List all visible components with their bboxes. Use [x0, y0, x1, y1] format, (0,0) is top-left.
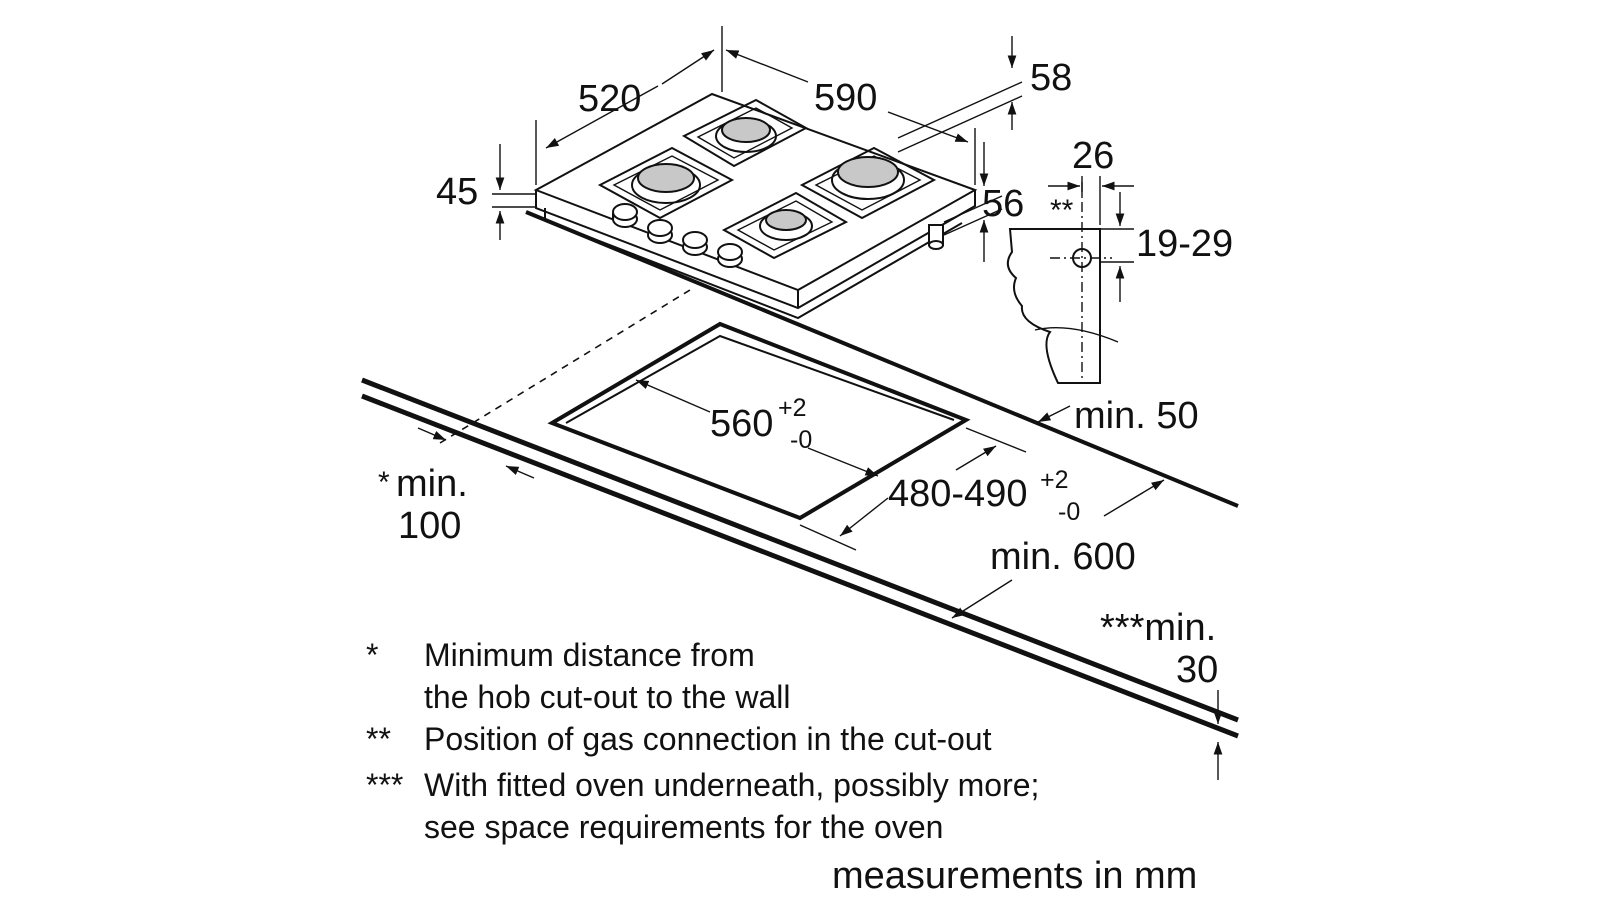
worktop-section-profile: [1006, 182, 1119, 384]
pan-supports: [597, 98, 937, 260]
dim-worktop-range: 19-29: [1136, 223, 1233, 265]
note-1-mark: *: [366, 637, 378, 673]
note-3-mark: ***: [366, 767, 403, 803]
dim-gas-x: 26: [1072, 135, 1114, 177]
gas-connector: [928, 224, 944, 250]
dim-hob-depth: 520: [578, 78, 641, 120]
dim-cutout-depth-tol-plus: +2: [1040, 466, 1069, 494]
dim-oven-min-line1: ***min.: [1100, 607, 1216, 649]
note-3-line-2: see space requirements for the oven: [424, 809, 943, 845]
note-2-line-1: Position of gas connection in the cut-ou…: [424, 721, 992, 757]
dimension-labels: 520 590 58 45 26 ** 56 19-29 min. 50 560…: [378, 57, 1233, 691]
dim-wall-distance: min. 50: [1074, 395, 1199, 437]
dim-front-min-star: *: [378, 466, 390, 499]
dim-burner-height: 58: [1030, 57, 1072, 99]
dim-worktop-min: min. 600: [990, 536, 1136, 578]
dim-cutout-width-tol-plus: +2: [778, 394, 807, 422]
dim-cutout-width: 560: [710, 403, 773, 445]
dim-front-min-line1: min.: [396, 463, 468, 505]
burners: [631, 117, 905, 241]
footnotes: * Minimum distance from the hob cut-out …: [366, 637, 1197, 897]
note-2-mark: **: [366, 721, 391, 757]
dim-hob-width: 590: [814, 77, 877, 119]
hob-illustration: [533, 92, 978, 320]
dimension-lines: [417, 26, 1223, 780]
units-label: measurements in mm: [832, 855, 1197, 897]
dim-cutout-depth-tol-minus: -0: [1058, 498, 1080, 526]
hob-cutout: [547, 321, 971, 521]
dim-front-min-line2: 100: [398, 505, 461, 547]
note-1-line-1: Minimum distance from: [424, 637, 755, 673]
note-3-line-1: With fitted oven underneath, possibly mo…: [424, 767, 1039, 803]
dim-cutout-width-tol-minus: -0: [790, 426, 812, 454]
dim-cutout-depth: 480-490: [888, 473, 1027, 515]
worktop: [361, 210, 1239, 739]
dim-oven-min-line2: 30: [1176, 649, 1218, 691]
dim-hob-height: 45: [436, 171, 478, 213]
note-1-line-2: the hob cut-out to the wall: [424, 679, 790, 715]
dim-gas-marker: **: [1050, 194, 1074, 227]
control-knobs: [612, 203, 743, 268]
dim-gas-height: 56: [982, 183, 1024, 225]
